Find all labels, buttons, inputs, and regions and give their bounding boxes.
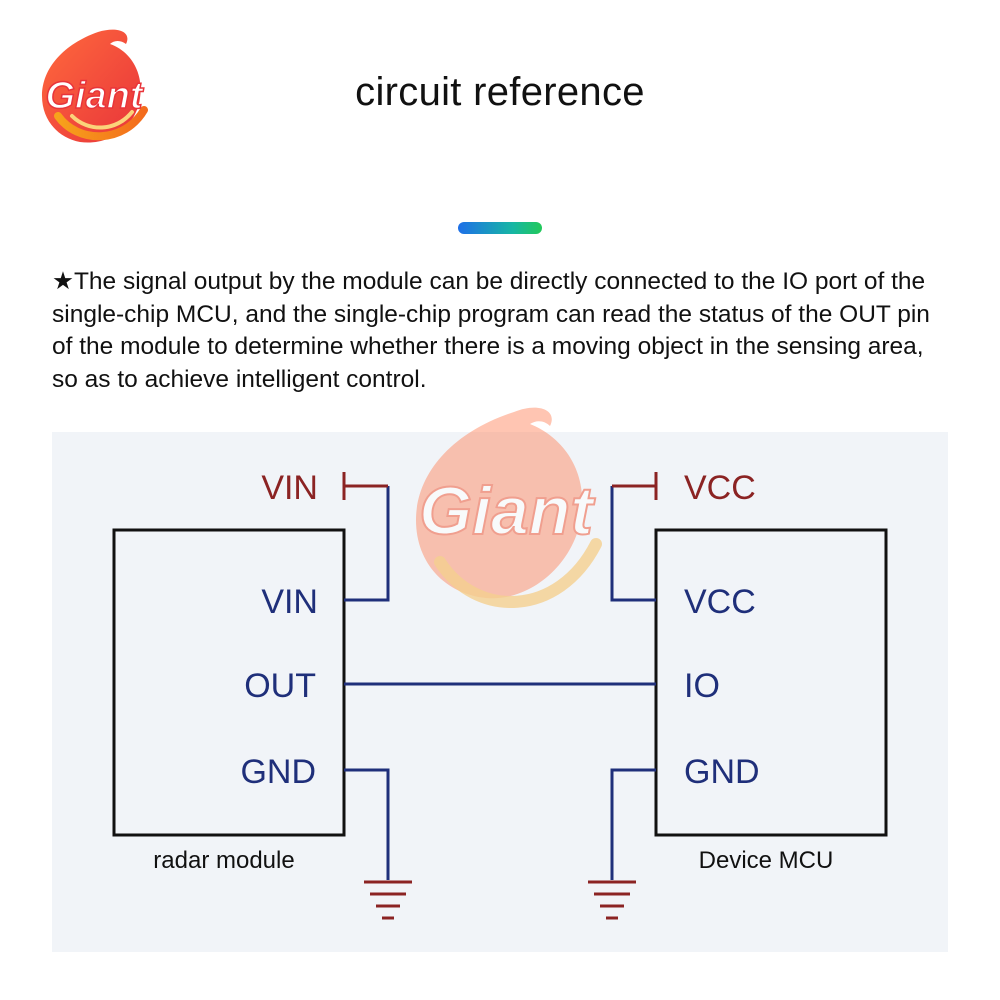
right-pin-io: IO <box>684 667 720 705</box>
right-supply-symbol <box>612 472 658 500</box>
radar-module-caption: radar module <box>153 847 294 874</box>
right-pin-vcc: VCC <box>684 583 756 621</box>
title-accent-bar <box>458 222 542 234</box>
page-title: circuit reference <box>355 70 645 114</box>
left-pin-vin: VIN <box>261 583 318 621</box>
circuit-diagram: VIN VCC VIN OUT GND VCC IO GND radar mod… <box>112 469 888 920</box>
right-supply-wire <box>610 486 656 602</box>
logo-text: Giant <box>45 75 143 117</box>
right-ground-wire <box>610 768 656 880</box>
left-pin-out: OUT <box>244 667 316 705</box>
device-mcu-caption: Device MCU <box>699 847 834 874</box>
left-ground-wire <box>344 768 390 880</box>
left-supply-symbol <box>342 472 388 500</box>
giant-logo: Giant <box>42 29 148 143</box>
right-pin-gnd: GND <box>684 753 760 791</box>
left-pin-gnd: GND <box>240 753 316 791</box>
right-supply-label: VCC <box>684 469 756 507</box>
circuit-diagram-panel: VIN VCC VIN OUT GND VCC IO GND radar mod… <box>52 432 948 952</box>
left-ground-icon <box>364 880 412 920</box>
left-supply-label: VIN <box>261 469 318 507</box>
left-supply-wire <box>344 486 390 602</box>
right-ground-icon <box>588 880 636 920</box>
description-text: ★The signal output by the module can be … <box>52 268 930 393</box>
